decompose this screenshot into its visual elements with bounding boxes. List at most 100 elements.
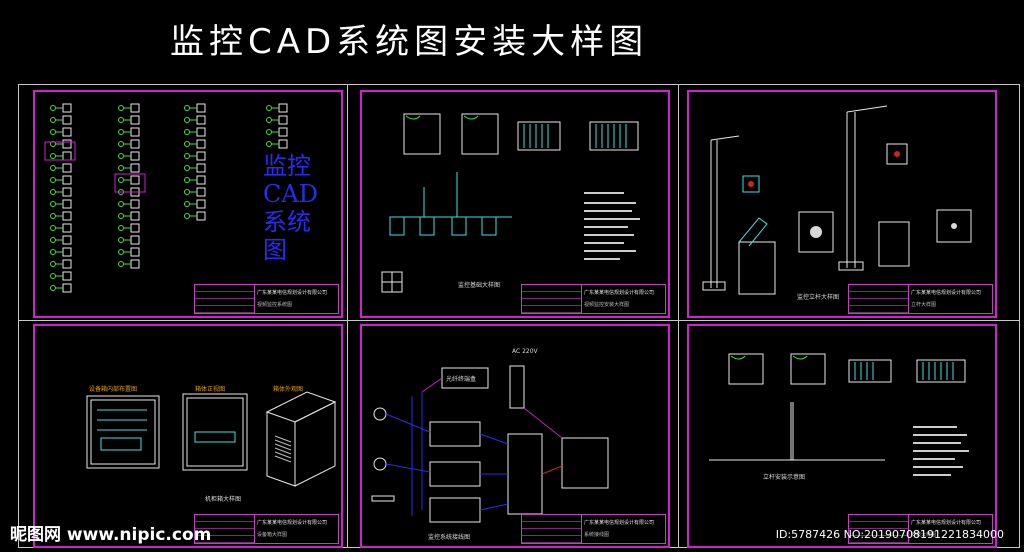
device-box — [196, 211, 206, 221]
device-box — [130, 163, 140, 173]
device-box — [130, 223, 140, 233]
page-title: 监控CAD系统图安装大样图 — [170, 22, 649, 62]
camera-node-icon — [50, 177, 56, 183]
device-box — [130, 199, 140, 209]
camera-node-icon — [50, 285, 56, 291]
device-box — [62, 259, 72, 269]
camera-node-icon — [184, 213, 190, 219]
device-box — [62, 235, 72, 245]
panel-pole-details[interactable]: 监控立杆大样图 广东某某电信规划设计有限公司 立杆大样图 — [687, 90, 997, 318]
cabinet-label-2: 箱体正视图 — [195, 386, 226, 393]
camera-node-icon — [118, 237, 124, 243]
device-box — [130, 139, 140, 149]
device-box — [278, 103, 288, 113]
device-box — [130, 259, 140, 269]
blue-label-line-3: 系统 — [263, 208, 311, 236]
panel-wiring-diagram[interactable]: AC 220V 光纤终端盒 监控系统接线图 广东某某电信规划设计有限公司 系统接… — [360, 324, 670, 548]
camera-node-icon — [50, 117, 56, 123]
device-box — [62, 115, 72, 125]
device-box — [62, 283, 72, 293]
title-block: 广东某某电信规划设计有限公司 设备箱大样图 — [194, 514, 339, 544]
panel-caption: 立杆安装示意图 — [763, 474, 806, 481]
device-box — [196, 127, 206, 137]
device-box — [196, 199, 206, 209]
title-block: 广东某某电信规划设计有限公司 系统接线图 — [521, 514, 666, 544]
blue-cad-label: 监控 CAD 系统 图 — [263, 152, 318, 264]
cabinet-label-3: 箱体外观图 — [273, 386, 304, 393]
foundation-drawing — [381, 113, 640, 293]
wiring-drawing — [371, 365, 609, 523]
camera-node-icon — [184, 117, 190, 123]
blue-label-line-2: CAD — [263, 180, 318, 208]
camera-node-icon — [50, 201, 56, 207]
drawing-name: 系统接线图 — [584, 532, 610, 538]
company-name: 广东某某电信规划设计有限公司 — [911, 520, 982, 526]
cabinet-drawing — [86, 391, 337, 487]
device-box — [62, 247, 72, 257]
switch-box — [114, 173, 146, 193]
camera-node-icon — [266, 117, 272, 123]
device-box — [62, 163, 72, 173]
device-box — [196, 103, 206, 113]
camera-node-icon — [50, 249, 56, 255]
panel-installation-details[interactable]: 立杆安装示意图 广东某某电信规划设计有限公司 安装大样图 — [687, 324, 997, 548]
camera-node-icon — [50, 261, 56, 267]
device-box — [278, 139, 288, 149]
switch-box — [44, 141, 76, 161]
camera-node-icon — [266, 129, 272, 135]
drawing-name: 视频监控系统图 — [257, 302, 293, 308]
camera-node-icon — [184, 153, 190, 159]
sheet-divider-1 — [347, 84, 348, 548]
device-box — [62, 199, 72, 209]
camera-node-icon — [184, 201, 190, 207]
panel-system-diagram[interactable]: 监控 CAD 系统 图 广东某某电信规划设计有限公司 视频监控系统图 — [33, 90, 343, 318]
device-box — [130, 247, 140, 257]
drawing-name: 安装大样图 — [911, 532, 937, 538]
panel-foundation-details[interactable]: 监控基础大样图 广东某某电信规划设计有限公司 视频监控安装大样图 — [360, 90, 670, 318]
watermark-logo: 昵图网 www.nipic.com — [10, 525, 212, 545]
device-box — [62, 151, 72, 161]
camera-node-icon — [118, 153, 124, 159]
panel-cabinet-details[interactable]: 设备箱内部布置图 箱体正视图 箱体外观图 机柜箱大样图 广东某某电信规划设计有限… — [33, 324, 343, 548]
power-label: AC 220V — [512, 348, 538, 355]
title-block: 广东某某电信规划设计有限公司 立杆大样图 — [848, 284, 993, 314]
sheet-divider-2 — [678, 84, 679, 548]
camera-node-icon — [118, 249, 124, 255]
camera-node-icon — [184, 177, 190, 183]
camera-node-icon — [50, 273, 56, 279]
sheet-divider-row — [18, 320, 1020, 321]
panel-caption: 机柜箱大样图 — [205, 496, 242, 503]
company-name: 广东某某电信规划设计有限公司 — [257, 290, 328, 296]
device-box — [196, 151, 206, 161]
company-name: 广东某某电信规划设计有限公司 — [257, 520, 328, 526]
title-block: 广东某某电信规划设计有限公司 安装大样图 — [848, 514, 993, 544]
panel-caption: 监控系统接线图 — [428, 534, 471, 541]
device-box — [196, 187, 206, 197]
camera-node-icon — [184, 141, 190, 147]
device-box — [62, 211, 72, 221]
panel-caption: 监控基础大样图 — [458, 282, 501, 289]
camera-node-icon — [118, 165, 124, 171]
fiber-box-label: 光纤终端盒 — [446, 376, 477, 383]
panel-caption: 监控立杆大样图 — [797, 294, 840, 301]
device-box — [62, 175, 72, 185]
camera-node-icon — [118, 117, 124, 123]
installation-drawing — [709, 353, 969, 476]
blue-label-line-1: 监控 — [263, 152, 311, 180]
device-box — [62, 187, 72, 197]
camera-node-icon — [118, 261, 124, 267]
camera-node-icon — [50, 129, 56, 135]
camera-node-icon — [184, 165, 190, 171]
camera-node-icon — [118, 213, 124, 219]
camera-node-icon — [118, 141, 124, 147]
company-name: 广东某某电信规划设计有限公司 — [584, 520, 655, 526]
title-block: 广东某某电信规划设计有限公司 视频监控安装大样图 — [521, 284, 666, 314]
camera-node-icon — [266, 105, 272, 111]
cabinet-label-1: 设备箱内部布置图 — [89, 386, 138, 393]
camera-node-icon — [118, 225, 124, 231]
camera-node-icon — [118, 177, 124, 183]
device-box — [130, 235, 140, 245]
device-box — [196, 115, 206, 125]
drawing-name: 视频监控安装大样图 — [584, 302, 630, 308]
company-name: 广东某某电信规划设计有限公司 — [584, 290, 655, 296]
